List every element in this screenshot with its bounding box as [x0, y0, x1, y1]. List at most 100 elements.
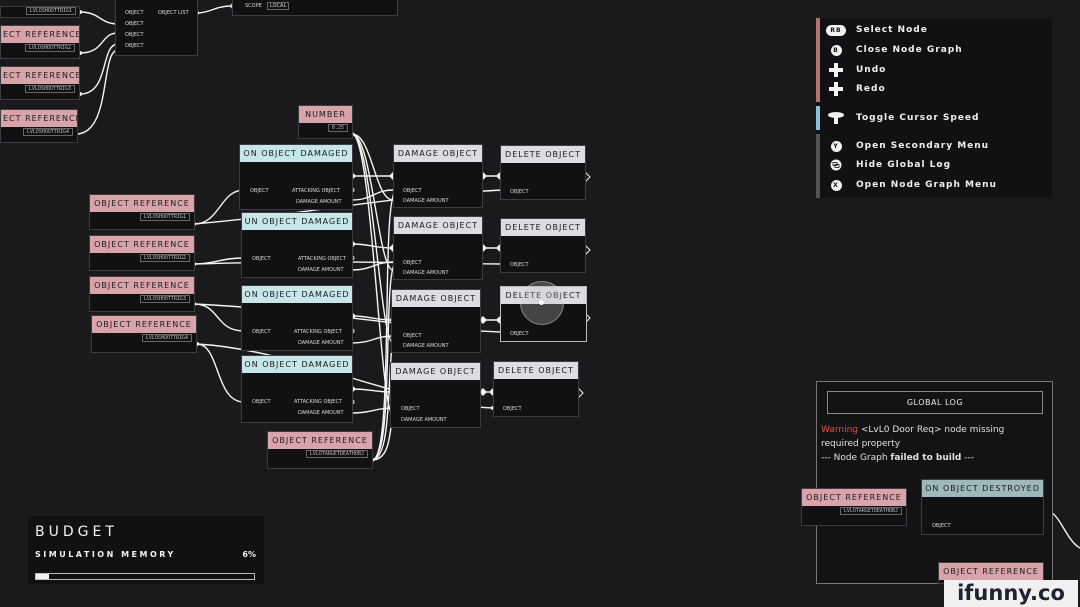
dpad-icon [829, 82, 843, 96]
damage-object-node[interactable]: DAMAGE OBJECT OBJECT DAMAGE AMOUNT [393, 144, 483, 208]
budget-panel: BUDGET SIMULATION MEMORY 6% [28, 516, 264, 584]
ref-value[interactable]: LVLOTARGETDEATHOBJ [305, 450, 368, 458]
number-value[interactable]: 0.25 [327, 124, 348, 132]
damage-object-node[interactable]: DAMAGE OBJECT OBJECT DAMAGE AMOUNT [390, 362, 481, 428]
on-object-destroyed-node[interactable]: ON OBJECT DESTROYED OBJECT [921, 479, 1044, 535]
port-label: OBJECT [403, 333, 422, 339]
port-label: OBJECT [510, 331, 529, 337]
ref-value[interactable]: LVLOTARGETDEATHOBJ [839, 507, 902, 515]
global-log-title: GLOBAL LOG [827, 391, 1043, 414]
wire [351, 261, 394, 271]
ref-value[interactable]: LVLOSHOOTTRIG3 [139, 295, 190, 303]
log-line: --- Node Graph failed to build --- [821, 451, 1051, 465]
wire [351, 388, 394, 393]
on-object-damaged-node[interactable]: ON OBJECT DAMAGED OBJECT ATTACKING OBJEC… [241, 355, 353, 423]
ref-value: LVLOSHOOTTRIG3 [24, 85, 75, 93]
log-line: required property [821, 439, 901, 449]
port-label: OBJECT [401, 406, 420, 412]
node-title: OBJECT REFERENCE [268, 432, 372, 449]
watermark-logo: ifunny.co [944, 580, 1078, 607]
y-button-icon: Y [830, 140, 842, 152]
control-label: Close Node Graph [856, 45, 963, 55]
node-title: ECT REFERENCE [1, 26, 79, 43]
node-title: ON OBJECT DAMAGED [242, 286, 352, 303]
object-reference-node[interactable]: ECT REFERENCE LVLOSHOOTTRIG2 [0, 25, 80, 59]
node-title: DAMAGE OBJECT [394, 217, 482, 234]
control-undo: Undo [816, 61, 886, 79]
damage-object-node[interactable]: DAMAGE OBJECT OBJECT DAMAGE AMOUNT [391, 289, 481, 353]
view-button-icon [830, 159, 842, 171]
damage-object-node[interactable]: DAMAGE OBJECT OBJECT DAMAGE AMOUNT [393, 216, 483, 280]
node-title: DELETE OBJECT [494, 362, 578, 379]
object-reference-node[interactable]: OBJECT REFERENCE LVLOSHOOTTRIG3 [89, 276, 195, 312]
object-reference-node[interactable]: OBJECT REFERENCE LVLOSHOOTTRIG4 [91, 315, 197, 353]
wire [351, 189, 394, 201]
scope-value[interactable]: LOCAL [267, 2, 290, 10]
control-hide-global-log: Hide Global Log [816, 156, 951, 174]
port-label: OBJECT [252, 329, 271, 335]
budget-percent: 6% [242, 550, 256, 559]
number-node[interactable]: NUMBER 0.25 [298, 105, 353, 139]
object-reference-node[interactable]: OBJECT REFERENCE LVLOSHOOTTRIG2 [89, 235, 195, 271]
log-line-suffix: --- [961, 453, 974, 463]
warning-text: <LvL0 Door Req> node missing [858, 425, 1005, 435]
node-title: ON OBJECT DAMAGED [242, 356, 352, 373]
on-object-damaged-node[interactable]: UN OBJECT DAMAGED OBJECT ATTACKING OBJEC… [241, 212, 353, 278]
warning-label: Warning [821, 425, 859, 435]
port-label: DAMAGE AMOUNT [401, 417, 447, 423]
port-label: DAMAGE AMOUNT [403, 343, 449, 349]
object-reference-node[interactable]: OBJECT REFERENCE LVLOTARGETDEATHOBJ [267, 431, 373, 469]
log-line-bold: failed to build [890, 453, 962, 463]
ref-value[interactable]: LVLOSHOOTTRIG1 [139, 213, 190, 221]
control-label: Redo [856, 84, 886, 94]
scope-node[interactable]: SCOPE LOCAL [232, 0, 398, 16]
budget-progress-bar [35, 573, 255, 580]
on-object-damaged-node[interactable]: ON OBJECT DAMAGED OBJECT ATTACKING OBJEC… [241, 285, 353, 351]
port-label: OBJECT [503, 406, 522, 412]
control-label: Open Secondary Menu [856, 141, 990, 151]
control-label: Toggle Cursor Speed [856, 113, 980, 123]
scope-label: SCOPE [245, 3, 262, 9]
ref-value[interactable]: LVLOSHOOTTRIG4 [141, 334, 192, 342]
port-label: ATTACKING OBJECT [294, 399, 342, 405]
port-label: OBJECT LIST [158, 10, 189, 16]
port-label: OBJECT [250, 188, 269, 194]
wire [79, 32, 119, 54]
wire [79, 11, 119, 25]
node-title: OBJECT REFERENCE [802, 489, 906, 506]
group-bar [816, 106, 820, 130]
node-title: ECT REFERENCE [1, 67, 79, 84]
wire [351, 133, 394, 416]
object-reference-node[interactable]: ECT REFERENCE LVLOSHOOTTRIG3 [0, 66, 80, 100]
delete-object-node[interactable]: DELETE OBJECT OBJECT [500, 218, 586, 273]
ref-value[interactable]: LVLOSHOOTTRIG2 [139, 254, 190, 262]
delete-object-node[interactable]: DELETE OBJECT OBJECT [500, 145, 586, 200]
log-line-prefix: --- Node Graph [821, 453, 891, 463]
wire [196, 343, 245, 403]
port-label: DAMAGE AMOUNT [403, 198, 449, 204]
node-title: OBJECT REFERENCE [90, 236, 194, 253]
port-label: ATTACKING OBJECT [294, 329, 342, 335]
wire [351, 133, 394, 344]
node-title: DAMAGE OBJECT [394, 145, 482, 162]
port-label: DAMAGE AMOUNT [298, 410, 344, 416]
port-label: OBJECT [932, 523, 951, 529]
wire [196, 5, 233, 14]
node-title: OBJECT REFERENCE [92, 316, 196, 333]
object-reference-node[interactable]: OBJECT REFERENCE LVLOTARGETDEATHOBJ [801, 488, 907, 526]
control-label: Select Node [856, 25, 928, 35]
control-label: Undo [856, 65, 887, 75]
on-object-damaged-node[interactable]: ON OBJECT DAMAGED OBJECT ATTACKING OBJEC… [239, 144, 353, 210]
object-reference-node[interactable]: OBJECT REFERENCE LVLOSHOOTTRIG1 [89, 194, 195, 230]
control-open-node-graph-menu: X Open Node Graph Menu [816, 176, 997, 194]
object-list-node[interactable]: OBJECT OBJECT OBJECT OBJECT OBJECT LIST [115, 0, 198, 56]
control-select-node: RB Select Node [816, 21, 928, 39]
budget-progress-fill [36, 574, 50, 579]
port-label: OBJECT [125, 32, 144, 38]
wire [79, 43, 119, 95]
delete-object-node[interactable]: DELETE OBJECT OBJECT [493, 361, 579, 417]
object-reference-node[interactable]: ECT REFERENCE LVLOSHOOTTRIG4 [0, 109, 78, 143]
group-bar [816, 18, 820, 102]
node-title: DAMAGE OBJECT [392, 290, 480, 307]
wire [351, 315, 394, 321]
